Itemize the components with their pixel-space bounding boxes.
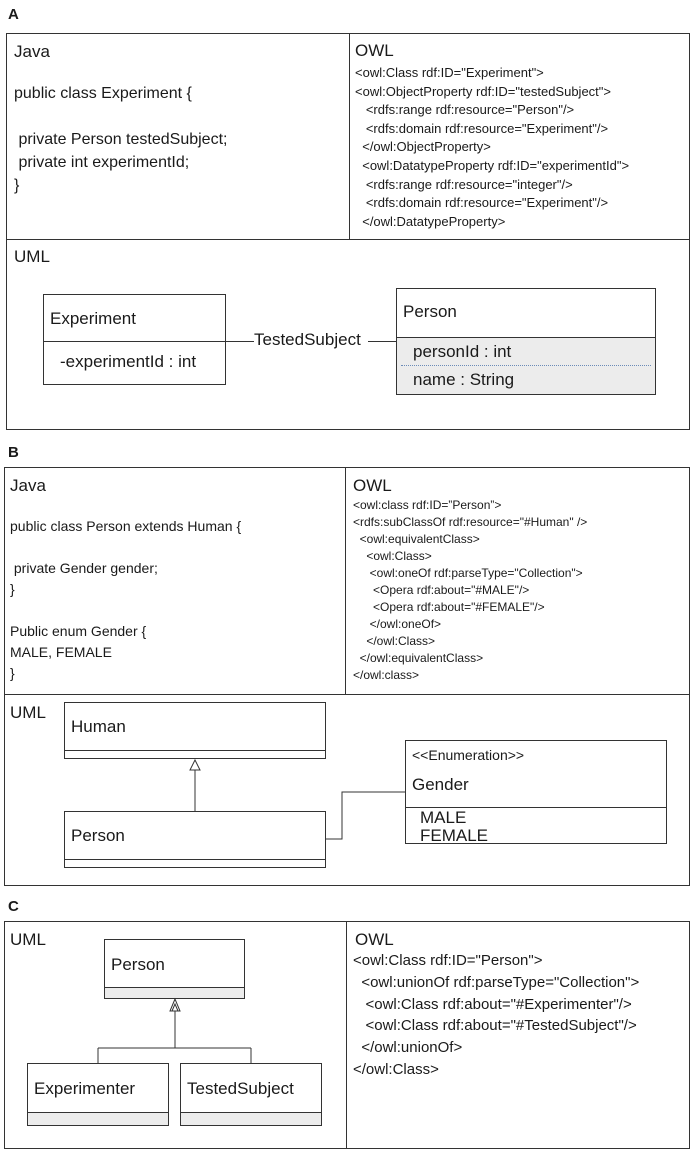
java-code-line: private int experimentId; <box>14 154 190 171</box>
java-code-line: MALE, FEMALE <box>10 644 112 660</box>
panel-a-java-title: Java <box>14 42 50 61</box>
association-line <box>326 791 405 840</box>
owl-code-line: <owl:ObjectProperty rdf:ID="testedSubjec… <box>355 83 611 99</box>
class-name: Person <box>403 302 457 321</box>
java-code-line: public class Experiment { <box>14 85 192 102</box>
class-compartment <box>28 1112 168 1125</box>
panel-c-owl-box <box>346 921 690 1149</box>
class-divider <box>105 987 244 988</box>
class-compartment <box>181 1112 321 1125</box>
uml-class-person: Person personId : int name : String <box>396 288 656 395</box>
class-divider <box>65 750 325 751</box>
association-line-right <box>368 341 396 342</box>
owl-code-line: </owl:DatatypeProperty> <box>355 213 506 229</box>
owl-code-line: </owl:oneOf> <box>353 617 442 631</box>
owl-code-line: <rdfs:range rdf:resource="integer"/> <box>355 176 573 192</box>
uml-class-person: Person <box>104 939 245 999</box>
owl-code-line: <owl:Class rdf:about="#TestedSubject"/> <box>353 1017 637 1035</box>
owl-code-line: <owl:Class rdf:ID="Person"> <box>353 952 543 969</box>
class-name: Experimenter <box>34 1079 136 1098</box>
class-divider <box>406 807 666 808</box>
uml-class-experiment: Experiment -experimentId : int <box>43 294 226 385</box>
panel-a-java-box <box>6 33 350 240</box>
panel-b-label: B <box>8 444 19 461</box>
owl-code-line: <rdfs:subClassOf rdf:resource="#Human" /… <box>353 515 588 529</box>
owl-code-line: <Opera rdf:about="#MALE"/> <box>353 583 530 597</box>
owl-code-line: <rdfs:range rdf:resource="Person"/> <box>355 102 575 118</box>
uml-class-person: Person <box>64 811 326 868</box>
java-code-line: private Gender gender; <box>10 560 158 576</box>
owl-code-line: <owl:oneOf rdf:parseType="Collection"> <box>353 566 583 580</box>
generalization-arrow-inner-icon <box>171 1002 179 1012</box>
enumeration-value: MALE <box>420 808 467 827</box>
panel-c-uml-title: UML <box>10 930 46 949</box>
panel-b-java-code: public class Person extends Human { priv… <box>10 516 241 684</box>
panel-a-owl-code: <owl:Class rdf:ID="Experiment"> <owl:Obje… <box>355 64 629 231</box>
class-compartment <box>105 987 244 998</box>
owl-code-line: </owl:class> <box>353 668 420 682</box>
owl-code-line: </owl:Class> <box>353 634 436 648</box>
panel-b-owl-title: OWL <box>353 476 392 495</box>
uml-class-tested-subject: TestedSubject <box>180 1063 322 1126</box>
enumeration-value: FEMALE <box>420 826 489 845</box>
owl-code-line: <owl:Class rdf:about="#Experimenter"/> <box>353 995 632 1013</box>
class-divider <box>65 859 325 860</box>
panel-a-uml-title: UML <box>14 247 50 266</box>
enumeration-stereotype: <<Enumeration>> <box>412 747 525 763</box>
attribute-separator <box>401 365 651 366</box>
java-code-line: } <box>14 177 20 194</box>
owl-code-line: <rdfs:domain rdf:resource="Experiment"/> <box>355 120 609 136</box>
uml-class-human: Human <box>64 702 326 759</box>
uml-class-experimenter: Experimenter <box>27 1063 169 1126</box>
owl-code-line: </owl:unionOf> <box>353 1039 463 1057</box>
class-name: Person <box>71 826 125 845</box>
java-code-line: public class Person extends Human { <box>10 518 242 534</box>
owl-code-line: <owl:equivalentClass> <box>353 532 480 546</box>
owl-code-line: <rdfs:domain rdf:resource="Experiment"/> <box>355 195 609 211</box>
class-name: Gender <box>412 775 469 794</box>
owl-code-line: </owl:equivalentClass> <box>353 651 484 665</box>
panel-c-owl-code: <owl:Class rdf:ID="Person"> <owl:unionOf… <box>353 950 639 1081</box>
owl-code-line: <owl:Class rdf:ID="Experiment"> <box>355 65 544 80</box>
owl-code-line: <owl:unionOf rdf:parseType="Collection"> <box>353 973 640 991</box>
owl-code-line: <owl:Class> <box>353 549 432 563</box>
generalization-arrow-icon <box>189 758 201 771</box>
association-label: TestedSubject <box>254 330 361 349</box>
class-name: Person <box>111 955 165 974</box>
panel-c-owl-title: OWL <box>355 930 394 949</box>
class-attribute: -experimentId : int <box>60 352 197 371</box>
owl-code-line: <owl:DatatypeProperty rdf:ID="experiment… <box>355 157 630 173</box>
panel-a-owl-box <box>349 33 690 240</box>
panel-b-owl-code: <owl:class rdf:ID=”Person”> <rdfs:subClas… <box>353 497 587 684</box>
class-name: Experiment <box>50 309 136 328</box>
class-divider <box>28 1112 168 1113</box>
panel-b-owl-box <box>345 467 690 695</box>
panel-c-label: C <box>8 898 19 915</box>
owl-code-line: <Opera rdf:about="#FEMALE"/> <box>353 600 545 614</box>
java-code-line: Public enum Gender { <box>10 623 147 639</box>
association-line-left <box>226 341 254 342</box>
panel-b-java-box <box>4 467 346 695</box>
class-attribute: name : String <box>413 370 515 389</box>
class-name: TestedSubject <box>187 1079 294 1098</box>
owl-code-line: </owl:ObjectProperty> <box>355 139 491 155</box>
class-attribute: personId : int <box>413 342 512 361</box>
panel-b-java-title: Java <box>10 476 46 495</box>
class-divider <box>44 341 225 342</box>
panel-a-java-code: public class Experiment { private Person… <box>14 82 227 197</box>
owl-code-line: <owl:class rdf:ID=”Person”> <box>353 498 502 512</box>
panel-a-owl-title: OWL <box>355 41 394 60</box>
uml-enumeration-gender: <<Enumeration>> Gender MALE FEMALE <box>405 740 667 845</box>
class-name: Human <box>71 717 126 736</box>
java-code-line: } <box>10 581 15 597</box>
class-divider <box>397 337 655 338</box>
owl-code-line: </owl:Class> <box>353 1060 439 1078</box>
panel-a-label: A <box>8 6 19 23</box>
java-code-line: private Person testedSubject; <box>14 131 228 148</box>
class-divider <box>181 1112 321 1113</box>
java-code-line: } <box>10 665 15 681</box>
panel-b-uml-title: UML <box>10 703 46 722</box>
